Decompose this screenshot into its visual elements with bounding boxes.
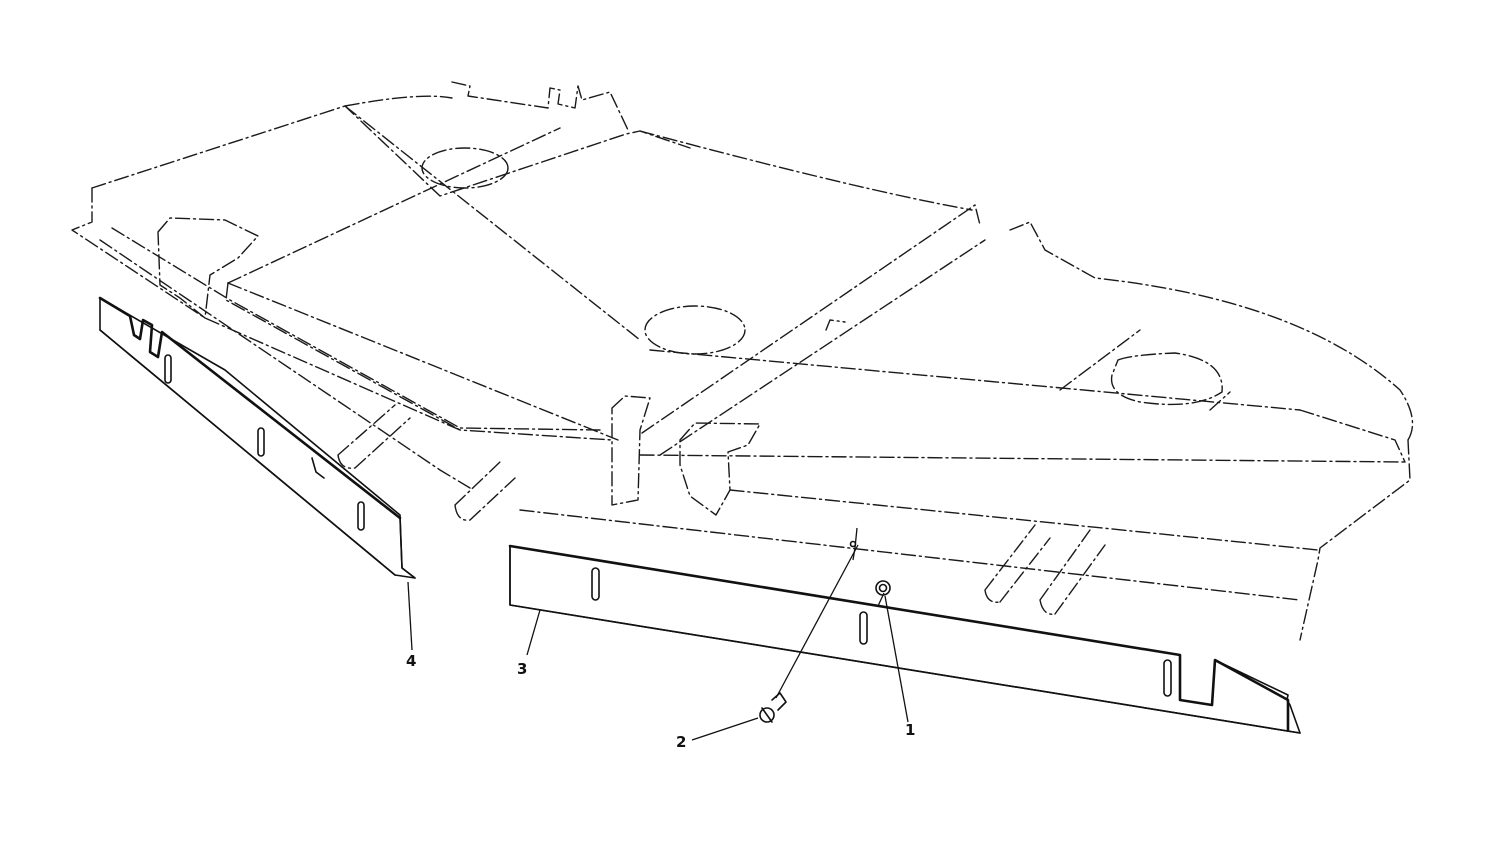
callout-4: 4 (406, 652, 416, 670)
mower-deck-outline (71, 81, 1414, 641)
leader-4 (407, 581, 413, 651)
baffle-slot (164, 354, 172, 384)
part-1-nut (875, 580, 891, 596)
baffle-slot (257, 427, 265, 457)
callout-3: 3 (517, 660, 527, 678)
leader-3 (526, 609, 541, 656)
assembly-axis-dot (849, 540, 857, 548)
baffle-slot (357, 501, 365, 531)
callout-2: 2 (676, 733, 686, 751)
callout-1: 1 (905, 721, 915, 739)
leader-1 (884, 595, 909, 723)
leader-2 (691, 717, 759, 741)
assembly-axis-mark (852, 527, 858, 561)
bolt-axis-line (775, 544, 859, 699)
part-3-baffle (508, 544, 1301, 734)
baffle-slot (859, 611, 868, 645)
baffle-slot (1163, 659, 1172, 697)
part-4-baffle (98, 296, 416, 579)
baffle-slot (591, 567, 600, 601)
leader-1-tip (877, 592, 885, 607)
part-2-bolt (759, 692, 787, 723)
